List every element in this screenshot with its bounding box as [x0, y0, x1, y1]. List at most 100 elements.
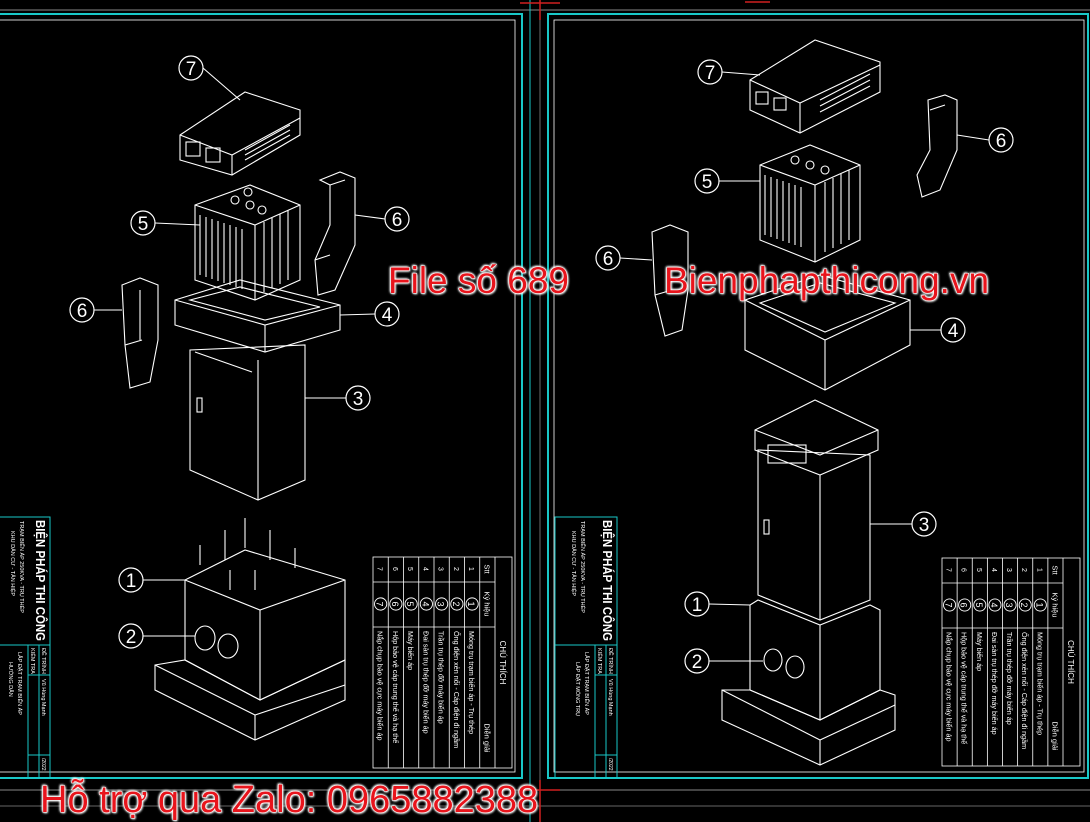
checked-label: KIỂM TRA: [596, 648, 603, 674]
watermark-site: Bienphapthicong.vn: [663, 260, 990, 301]
callout-leaders: [94, 67, 990, 662]
table-header: Diễn giải: [482, 723, 491, 753]
callout-circle: [697, 59, 723, 85]
table-cell-symbol: 1: [466, 601, 476, 606]
symbol-circle: [973, 598, 987, 612]
table-header: Stt: [482, 564, 491, 574]
symbol-circle: [374, 597, 388, 611]
table-border: [941, 557, 1081, 767]
symbol-circle: [465, 597, 479, 611]
callout-number: 3: [353, 389, 364, 410]
callout-number: 5: [702, 172, 713, 193]
callout-bubble: 7: [178, 55, 204, 81]
callout-circle: [374, 301, 400, 327]
left-assembly-drawing: [121, 91, 356, 741]
box-6-right: [916, 94, 958, 198]
table-cell-symbol: 6: [390, 601, 400, 606]
project-location: KHU DÂN CƯ - TÂN HIỆP: [9, 531, 17, 596]
company-name: BIỆN PHÁP THI CÔNG: [600, 520, 615, 641]
table-cell-description: Đai sàn trụ thép đỡ máy biến áp: [421, 631, 430, 734]
transformer-5: [759, 144, 861, 263]
table-cell-stt: 1: [467, 567, 474, 571]
symbol-circle: [1003, 598, 1017, 612]
drawing-subtitle: LẮP ĐẶT MÓNG TRỤ: [574, 662, 582, 716]
callout-circle: [345, 385, 371, 411]
callout-number: 1: [692, 595, 703, 616]
drawing-title: LẮP ĐẶT TRẠM BIẾN ÁP: [16, 652, 24, 715]
callout-circle: [988, 127, 1014, 153]
cover-7: [179, 91, 301, 176]
symbol-circle: [943, 598, 957, 612]
callout-bubble: 4: [940, 317, 966, 343]
callout-bubble: 1: [684, 591, 710, 617]
company-name: BIỆN PHÁP THI CÔNG: [33, 520, 48, 641]
box-6-left: [121, 277, 159, 389]
symbol-circle: [450, 597, 464, 611]
callout-circle: [911, 511, 937, 537]
table-cell-description: Máy biến áp: [975, 632, 984, 671]
symbol-circle: [1018, 598, 1032, 612]
callout-circle: [130, 210, 156, 236]
callout-bubble: 6: [69, 297, 95, 323]
table-cell-description: Trần trụ thép đỡ máy biến áp: [1005, 632, 1014, 725]
foundation-1: [154, 518, 346, 741]
box-6-right: [314, 171, 356, 296]
callout-circle: [684, 591, 710, 617]
callout-number: 2: [126, 627, 137, 648]
table-cell-symbol: 7: [375, 601, 385, 606]
callout-number: 2: [692, 652, 703, 673]
symbol-circle: [404, 597, 418, 611]
drawing-date: /2022: [607, 758, 613, 771]
callout-bubble: 4: [374, 301, 400, 327]
table-title: CHÚ THÍCH: [498, 641, 507, 685]
table-cell-description: Đai sàn trụ thép đỡ máy biến áp: [990, 632, 999, 735]
table-cell-stt: 1: [1035, 568, 1042, 572]
steel-column-3: [189, 344, 306, 501]
callout-circle: [118, 623, 144, 649]
symbol-circle: [435, 597, 449, 611]
callout-number: 6: [603, 249, 614, 270]
checked-label: KIỂM TRA: [29, 648, 36, 674]
callout-circle: [69, 297, 95, 323]
top-tray-4: [744, 274, 911, 391]
table-cell-stt: 4: [421, 567, 428, 571]
symbol-circle: [988, 598, 1002, 612]
callout-bubble: 5: [130, 210, 156, 236]
drawing-subtitle: HƯỚNG DẪN: [7, 662, 14, 697]
top-tray-4: [174, 279, 341, 353]
submitted-label: ĐỀ TRÌNH: [607, 648, 614, 674]
table-cell-stt: 4: [990, 568, 997, 572]
watermark-zalo: Hỗ trợ qua Zalo: 0965882388: [39, 779, 539, 821]
symbol-circle: [389, 597, 403, 611]
submitted-label: ĐỀ TRÌNH: [40, 648, 47, 674]
callout-number: 5: [138, 214, 149, 235]
table-cell-symbol: 5: [405, 601, 415, 606]
drawing-date: /2022: [40, 758, 46, 771]
table-cell-stt: 7: [945, 568, 952, 572]
table-cell-description: Trần trụ thép đỡ máy biến áp: [437, 631, 446, 724]
table-cell-description: Móng trụ trạm biến áp - Trụ thép: [1035, 632, 1044, 735]
callout-circle: [384, 206, 410, 232]
cover-7: [749, 39, 881, 134]
table-cell-symbol: 4: [989, 602, 999, 607]
table-cell-symbol: 4: [420, 601, 430, 606]
table-header: Diễn giải: [1050, 721, 1059, 751]
table-cell-stt: 5: [975, 568, 982, 572]
symbol-circle: [1033, 598, 1047, 612]
table-border: [372, 556, 513, 769]
table-cell-stt: 6: [960, 568, 967, 572]
table-cell-symbol: 6: [959, 602, 969, 607]
table-cell-stt: 7: [376, 567, 383, 571]
callout-number: 4: [948, 321, 959, 342]
callout-bubble: 6: [988, 127, 1014, 153]
drawing-title: LẮP ĐẶT TRẠM BIẾN ÁP: [583, 652, 591, 715]
callout-bubble: 5: [694, 168, 720, 194]
table-cell-symbol: 2: [451, 601, 461, 606]
callout-circle: [178, 55, 204, 81]
table-cell-description: Móng trụ trạm biến áp - Trụ thép: [467, 631, 476, 734]
callout-circle: [940, 317, 966, 343]
table-cell-description: Máy biến áp: [406, 631, 415, 670]
transformer-5: [194, 184, 301, 301]
